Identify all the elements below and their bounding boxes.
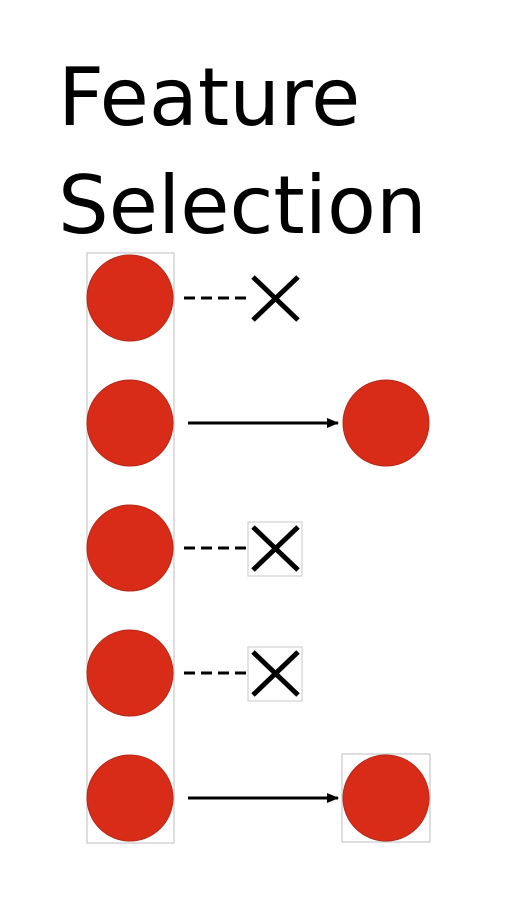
title-line-2: Selection — [58, 159, 427, 252]
input-feature-node — [86, 754, 174, 842]
input-feature-node — [86, 254, 174, 342]
rejection-marker-frame — [247, 521, 303, 577]
rejected-cross-icon — [251, 275, 300, 322]
input-feature-node — [86, 379, 174, 467]
input-feature-node — [86, 504, 174, 592]
title-line-1: Feature — [58, 51, 361, 144]
output-feature-frame — [341, 753, 431, 843]
diagram-title: Feature Selection — [58, 44, 498, 260]
rejected-cross-icon — [251, 525, 300, 572]
rejected-cross-icon — [251, 650, 300, 697]
selected-feature-node — [342, 379, 430, 467]
input-feature-node — [86, 629, 174, 717]
rejection-marker-frame — [247, 646, 303, 702]
selected-feature-node — [342, 754, 430, 842]
diagram-layer — [86, 252, 431, 844]
